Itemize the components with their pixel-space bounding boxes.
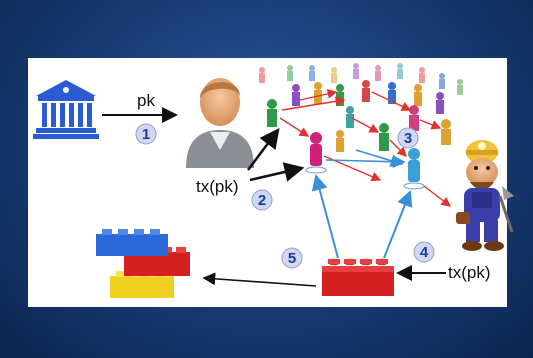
user-icon xyxy=(186,78,254,168)
svg-text:5: 5 xyxy=(288,250,296,267)
tx-arrow-lower xyxy=(249,162,305,182)
svg-text:1: 1 xyxy=(142,126,150,143)
step-4-badge: 4 xyxy=(413,241,435,263)
diagram-panel xyxy=(28,58,507,307)
red-lego-block-icon xyxy=(322,258,394,296)
tx-pk-label-left: tx(pk) xyxy=(196,177,239,196)
svg-text:4: 4 xyxy=(420,244,429,261)
block-to-node-arrow-right xyxy=(383,190,413,259)
step-5-badge: 5 xyxy=(281,247,303,269)
lego-blocks-icon xyxy=(96,229,190,298)
people-network-icon xyxy=(259,63,463,207)
step-1-badge: 1 xyxy=(135,123,157,145)
step-2-badge: 2 xyxy=(251,189,273,211)
block-to-chain-arrow xyxy=(202,272,317,287)
block-to-node-arrow-left xyxy=(311,174,339,259)
svg-text:3: 3 xyxy=(404,130,412,147)
bank-icon xyxy=(33,80,99,139)
pk-label: pk xyxy=(137,91,155,110)
miner-icon xyxy=(456,140,514,251)
tx-pk-label-right: tx(pk) xyxy=(448,263,491,282)
step-3-badge: 3 xyxy=(397,127,419,149)
tx-arrow-upper xyxy=(247,128,280,171)
svg-text:2: 2 xyxy=(258,192,266,209)
